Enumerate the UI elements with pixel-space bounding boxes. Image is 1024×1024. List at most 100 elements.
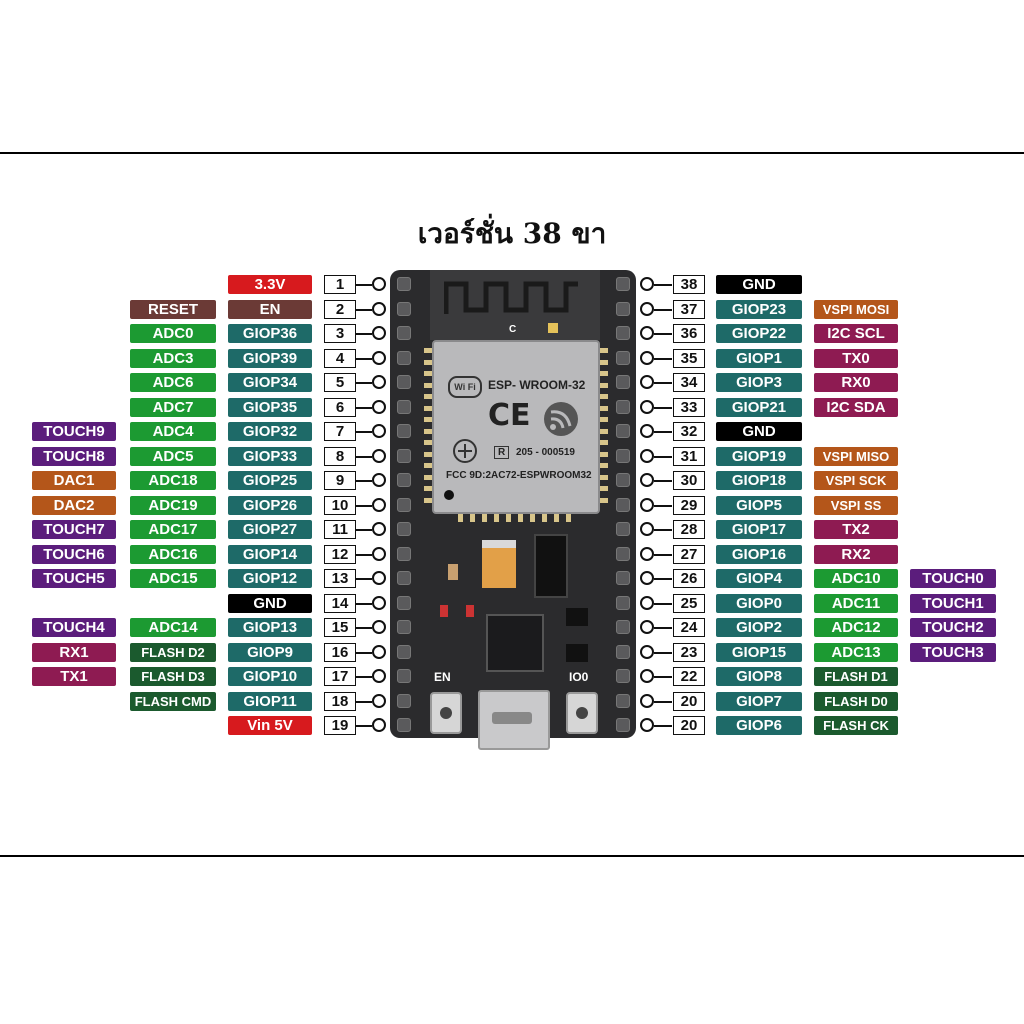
pin-number: 18 xyxy=(324,691,356,711)
pin-number: 4 xyxy=(324,348,356,368)
capacitor-small xyxy=(448,564,458,580)
pin-name: GND xyxy=(228,593,312,613)
header-hole xyxy=(397,301,411,316)
pin-name: GIOP9 xyxy=(228,642,312,662)
module-pad xyxy=(600,463,608,468)
pin-dot xyxy=(372,473,386,487)
pin-function-1: ADC11 xyxy=(814,593,898,613)
pin-function-1: I2C SDA xyxy=(814,397,898,417)
pin-name: GIOP14 xyxy=(228,544,312,564)
pin-dot xyxy=(640,522,654,536)
espressif-logo-icon xyxy=(544,402,578,436)
pin-name: GIOP16 xyxy=(716,544,802,564)
pin-name: GIOP13 xyxy=(228,618,312,637)
pin-number: 11 xyxy=(324,520,356,539)
module-pad xyxy=(518,514,523,522)
pin-lead xyxy=(654,455,672,458)
cert-code: 205 - 000519 xyxy=(516,447,575,458)
pin-number: 30 xyxy=(673,471,705,490)
module-pad xyxy=(600,371,608,376)
pin-function-2: DAC2 xyxy=(32,495,116,515)
pin-name: GND xyxy=(716,275,802,294)
pin-name: GIOP39 xyxy=(228,348,312,368)
header-hole xyxy=(397,399,411,414)
pin-name: GIOP21 xyxy=(716,397,802,417)
module-pad xyxy=(600,405,608,411)
pin-dot xyxy=(640,620,654,634)
pin-lead xyxy=(356,480,372,482)
header-hole xyxy=(397,571,411,585)
pin-function-2: TOUCH5 xyxy=(32,569,116,588)
header-hole xyxy=(397,595,411,610)
pin-name: GIOP10 xyxy=(228,667,312,686)
pin-function-2: TOUCH6 xyxy=(32,544,116,564)
pin-function-1: FLASH D0 xyxy=(814,691,898,711)
pin-name: GIOP1 xyxy=(716,348,802,368)
pin-dot xyxy=(372,718,386,732)
pin-function-2: TOUCH0 xyxy=(910,569,996,588)
pin-name: GIOP7 xyxy=(716,691,802,711)
pin-lead xyxy=(356,602,372,605)
pin-dot xyxy=(372,424,386,438)
module-pad xyxy=(424,417,432,422)
header-hole xyxy=(616,595,630,610)
voltage-regulator xyxy=(534,534,568,598)
header-hole xyxy=(616,718,630,732)
diagram-title: เวอร์ชั่น 38 ขา xyxy=(417,217,607,250)
pin-name: GIOP35 xyxy=(228,397,312,417)
pin-dot xyxy=(372,669,386,683)
pin-dot xyxy=(372,595,386,610)
pin-dot xyxy=(640,595,654,610)
pin-dot xyxy=(640,399,654,414)
pin-function-1: ADC4 xyxy=(130,422,216,441)
pin-function-1: FLASH CK xyxy=(814,716,898,735)
module-pad xyxy=(600,428,608,434)
pin-number: 31 xyxy=(673,446,705,466)
pin-lead xyxy=(356,431,372,433)
pin-dot xyxy=(372,448,386,463)
pin-function-1: VSPI MOSI xyxy=(814,299,898,319)
pin1-dot xyxy=(444,490,454,500)
pin-lead xyxy=(356,676,372,678)
led-red xyxy=(440,605,448,617)
pin-name: GIOP19 xyxy=(716,446,802,466)
pin-dot xyxy=(372,644,386,659)
pin-function-1: FLASH D3 xyxy=(130,667,216,686)
pin-dot xyxy=(640,301,654,316)
micro-usb-port[interactable] xyxy=(478,690,550,750)
pin-number: 38 xyxy=(673,275,705,294)
module-pad xyxy=(600,474,608,480)
pin-lead xyxy=(356,529,372,531)
pin-function-1: ADC5 xyxy=(130,446,216,466)
pin-lead xyxy=(356,651,372,654)
en-button[interactable] xyxy=(430,692,462,734)
header-hole xyxy=(397,669,411,683)
pin-lead xyxy=(654,333,672,335)
pin-dot xyxy=(640,375,654,389)
pin-function-1: ADC16 xyxy=(130,544,216,564)
pin-function-1: RESET xyxy=(130,299,216,319)
module-pad xyxy=(600,348,608,353)
header-hole xyxy=(616,375,630,389)
module-pad xyxy=(600,382,608,388)
io0-button[interactable] xyxy=(566,692,598,734)
pin-number: 17 xyxy=(324,667,356,686)
header-hole xyxy=(397,473,411,487)
top-rule xyxy=(0,152,1024,154)
module-pad xyxy=(506,514,511,522)
pin-lead xyxy=(654,700,672,703)
pin-number: 6 xyxy=(324,397,356,417)
pin-lead xyxy=(356,284,372,286)
pin-name: GIOP34 xyxy=(228,373,312,392)
module-pad xyxy=(600,451,608,457)
io0-button-cap xyxy=(576,707,588,719)
module-pad xyxy=(494,514,499,522)
